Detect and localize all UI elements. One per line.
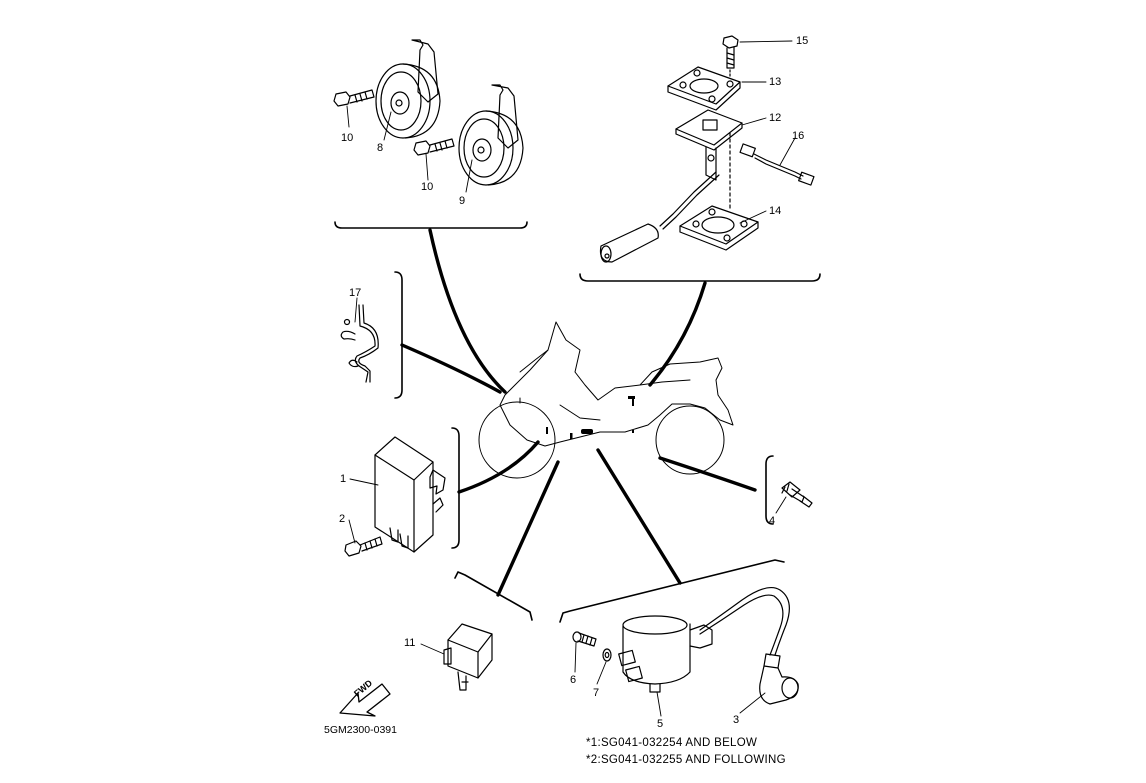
label-part-3: 3 [733, 714, 740, 726]
callout-leader-lines [400, 228, 757, 597]
label-part-2: 2 [339, 513, 346, 525]
bolt-10a [333, 89, 375, 107]
sensor-4 [781, 481, 813, 508]
wire-lead-16 [739, 143, 815, 186]
label-part-11: 11 [404, 637, 416, 649]
ignition-coil-5 [618, 615, 713, 693]
relay-11 [443, 623, 493, 691]
label-part-17: 17 [349, 287, 362, 299]
label-leader-lines [346, 40, 796, 717]
sensor-panel-bracket [765, 455, 774, 525]
footnote-2: *2:SG041-032255 AND FOLLOWING [586, 754, 786, 766]
label-part-6: 6 [570, 674, 577, 686]
footnote-1: *1:SG041-032254 AND BELOW [586, 737, 758, 749]
clamp-17 [340, 304, 379, 383]
gasket-13 [667, 66, 741, 111]
fuel-sender-panel-bracket [579, 273, 821, 282]
cdi-panel-bracket [451, 427, 460, 549]
label-part-5: 5 [657, 718, 664, 730]
bolt-10b [413, 138, 455, 156]
motorcycle-silhouette [478, 321, 734, 479]
fwd-arrow-icon [339, 683, 391, 717]
label-part-7: 7 [593, 687, 600, 699]
bolt-2 [344, 536, 383, 557]
label-part-15: 15 [796, 35, 809, 47]
horn-9 [458, 84, 524, 186]
label-part-16: 16 [792, 130, 805, 142]
label-part-10b: 10 [421, 181, 434, 193]
label-part-14: 14 [769, 205, 782, 217]
float-12 [599, 223, 659, 263]
label-part-8: 8 [377, 142, 384, 154]
coil-panel-bracket [559, 559, 785, 623]
plug-cap-3 [699, 587, 799, 705]
clamp-panel-bracket [394, 271, 403, 399]
horn-panel-bracket [334, 221, 528, 229]
bolt-15 [722, 35, 739, 79]
washer-7 [602, 648, 612, 662]
label-part-10a: 10 [341, 132, 354, 144]
horn-8 [375, 39, 441, 139]
label-part-9: 9 [459, 195, 466, 207]
cdi-unit-1 [374, 436, 446, 553]
diagram-code: 5GM2300-0391 [324, 724, 397, 736]
screw-6 [572, 631, 597, 647]
relay-panel-bracket [454, 571, 533, 621]
label-part-4: 4 [769, 515, 776, 527]
label-part-12: 12 [769, 112, 782, 124]
label-part-1: 1 [340, 473, 347, 485]
gasket-14 [679, 205, 759, 251]
bike-part-markers [546, 396, 635, 439]
fuel-sender-12 [659, 109, 743, 230]
label-part-13: 13 [769, 76, 782, 88]
